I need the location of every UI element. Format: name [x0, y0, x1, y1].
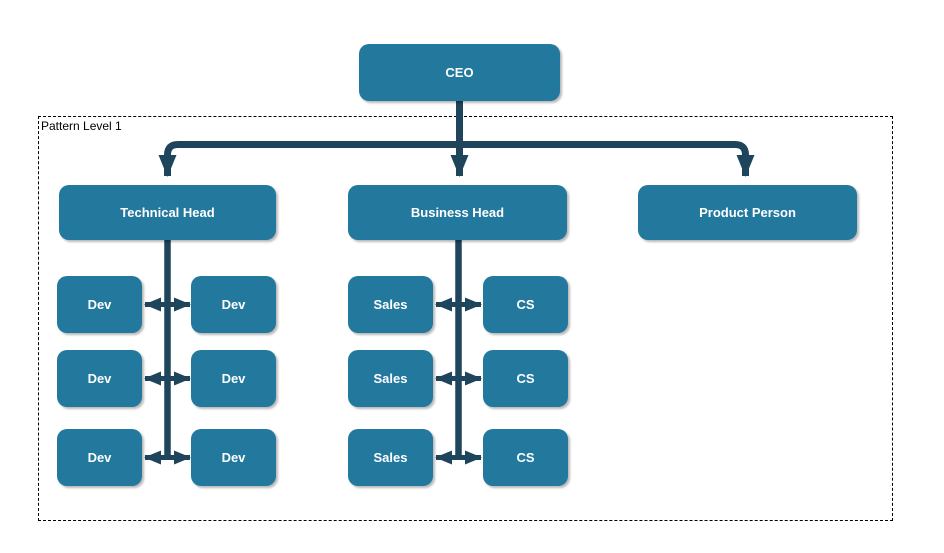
node-dev[interactable]: Dev — [191, 429, 276, 486]
connector-ceo-to-product-person — [459, 141, 755, 177]
pattern-level-1-container: Pattern Level 1 — [38, 116, 893, 521]
node-ceo[interactable]: CEO — [359, 44, 560, 101]
node-dev[interactable]: Dev — [57, 429, 142, 486]
node-technical-head[interactable]: Technical Head — [59, 185, 276, 240]
node-sales[interactable]: Sales — [348, 350, 433, 407]
node-dev[interactable]: Dev — [191, 350, 276, 407]
node-cs[interactable]: CS — [483, 276, 568, 333]
node-business-head[interactable]: Business Head — [348, 185, 567, 240]
node-sales[interactable]: Sales — [348, 276, 433, 333]
node-sales[interactable]: Sales — [348, 429, 433, 486]
node-product-person[interactable]: Product Person — [638, 185, 857, 240]
node-dev[interactable]: Dev — [57, 276, 142, 333]
node-cs[interactable]: CS — [483, 429, 568, 486]
pattern-level-1-label: Pattern Level 1 — [41, 119, 122, 133]
connector-ceo-to-technical-head — [158, 141, 460, 177]
node-dev[interactable]: Dev — [57, 350, 142, 407]
node-cs[interactable]: CS — [483, 350, 568, 407]
node-dev[interactable]: Dev — [191, 276, 276, 333]
